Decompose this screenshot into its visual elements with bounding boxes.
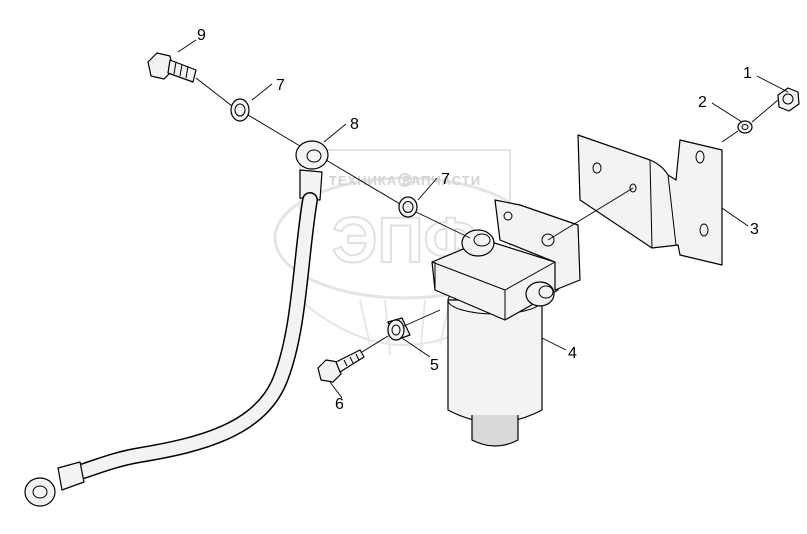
bolt-part-6 bbox=[317, 349, 365, 383]
callout-5: 5 bbox=[430, 357, 439, 374]
callout-3: 3 bbox=[750, 221, 759, 238]
fuel-hose-part-8 bbox=[24, 140, 329, 507]
callout-7-top: 7 bbox=[276, 77, 285, 94]
sealing-washer-part-7-mid bbox=[398, 196, 418, 218]
callout-8: 8 bbox=[350, 116, 359, 133]
callout-9: 9 bbox=[197, 27, 206, 44]
lock-washer-part-2 bbox=[737, 120, 753, 134]
callout-2: 2 bbox=[698, 94, 707, 111]
assembly-lines bbox=[177, 39, 789, 399]
bracket-part-3 bbox=[577, 134, 723, 266]
watermark-gear-icon bbox=[398, 173, 412, 187]
bushing-part-5 bbox=[387, 317, 411, 341]
callout-7-mid: 7 bbox=[441, 171, 450, 188]
callout-4: 4 bbox=[568, 345, 577, 362]
banjo-bolt-part-9 bbox=[147, 52, 197, 83]
callout-6: 6 bbox=[335, 396, 344, 413]
nut-part-1 bbox=[777, 87, 800, 112]
callout-1: 1 bbox=[743, 65, 752, 82]
fuel-filter-part-4 bbox=[431, 199, 581, 447]
sealing-washer-part-7-top bbox=[230, 98, 250, 122]
callout-labels: 1 2 3 4 5 6 7 7 8 9 bbox=[197, 27, 759, 413]
